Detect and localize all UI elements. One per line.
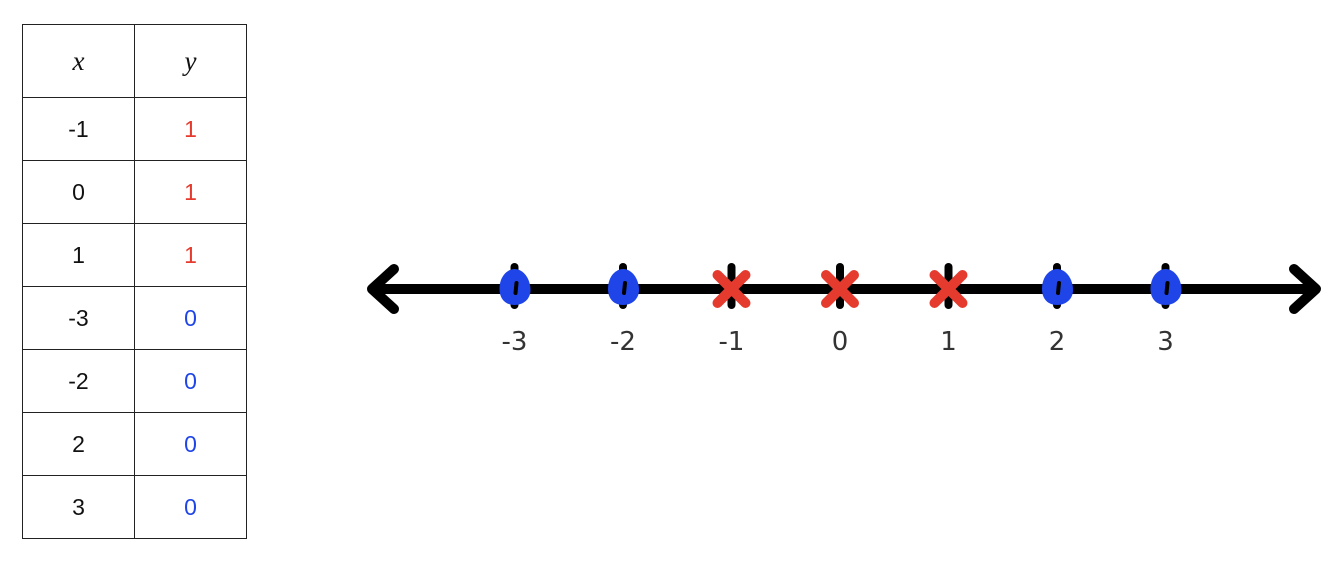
y-cell: 1: [134, 97, 247, 161]
right-arrow-icon: [1289, 264, 1321, 314]
dot-inner-mark: [513, 281, 519, 295]
point-markers: [499, 269, 1182, 308]
x-cell: 3: [22, 475, 135, 539]
tick-label: 0: [832, 327, 849, 357]
y-cell: 1: [134, 160, 247, 224]
table-row: 0 1: [22, 160, 247, 224]
y-cell: 0: [134, 475, 247, 539]
tick-label: -3: [502, 327, 528, 357]
xy-value-table: x y -1 1 0 1 1 1 -3 0 -2 0 2 0 3 0: [22, 24, 247, 539]
table-header-row: x y: [22, 24, 247, 98]
x-cell: 1: [22, 223, 135, 287]
table-row: 3 0: [22, 475, 247, 539]
cross-marker: [712, 270, 751, 308]
x-cell: -3: [22, 286, 135, 350]
table-row: -3 0: [22, 286, 247, 350]
x-cell: -2: [22, 349, 135, 413]
tick-label: 1: [940, 327, 957, 357]
tick-label: 2: [1049, 327, 1066, 357]
left-arrow-icon: [367, 264, 399, 314]
table-row: -2 0: [22, 349, 247, 413]
dot-inner-mark: [622, 281, 627, 295]
tick-label: -1: [719, 327, 745, 357]
y-cell: 1: [134, 223, 247, 287]
tick-label: -2: [610, 327, 636, 357]
cross-marker: [929, 270, 968, 308]
tick-labels: -3 -2 -1 0 1 2 3: [502, 327, 1174, 357]
column-header-x: x: [22, 24, 135, 98]
dot-inner-mark: [1056, 281, 1061, 295]
y-cell: 0: [134, 412, 247, 476]
tick-label: 3: [1157, 327, 1174, 357]
table-row: 1 1: [22, 223, 247, 287]
cross-marker: [821, 270, 859, 308]
dot-inner-mark: [1164, 281, 1170, 295]
